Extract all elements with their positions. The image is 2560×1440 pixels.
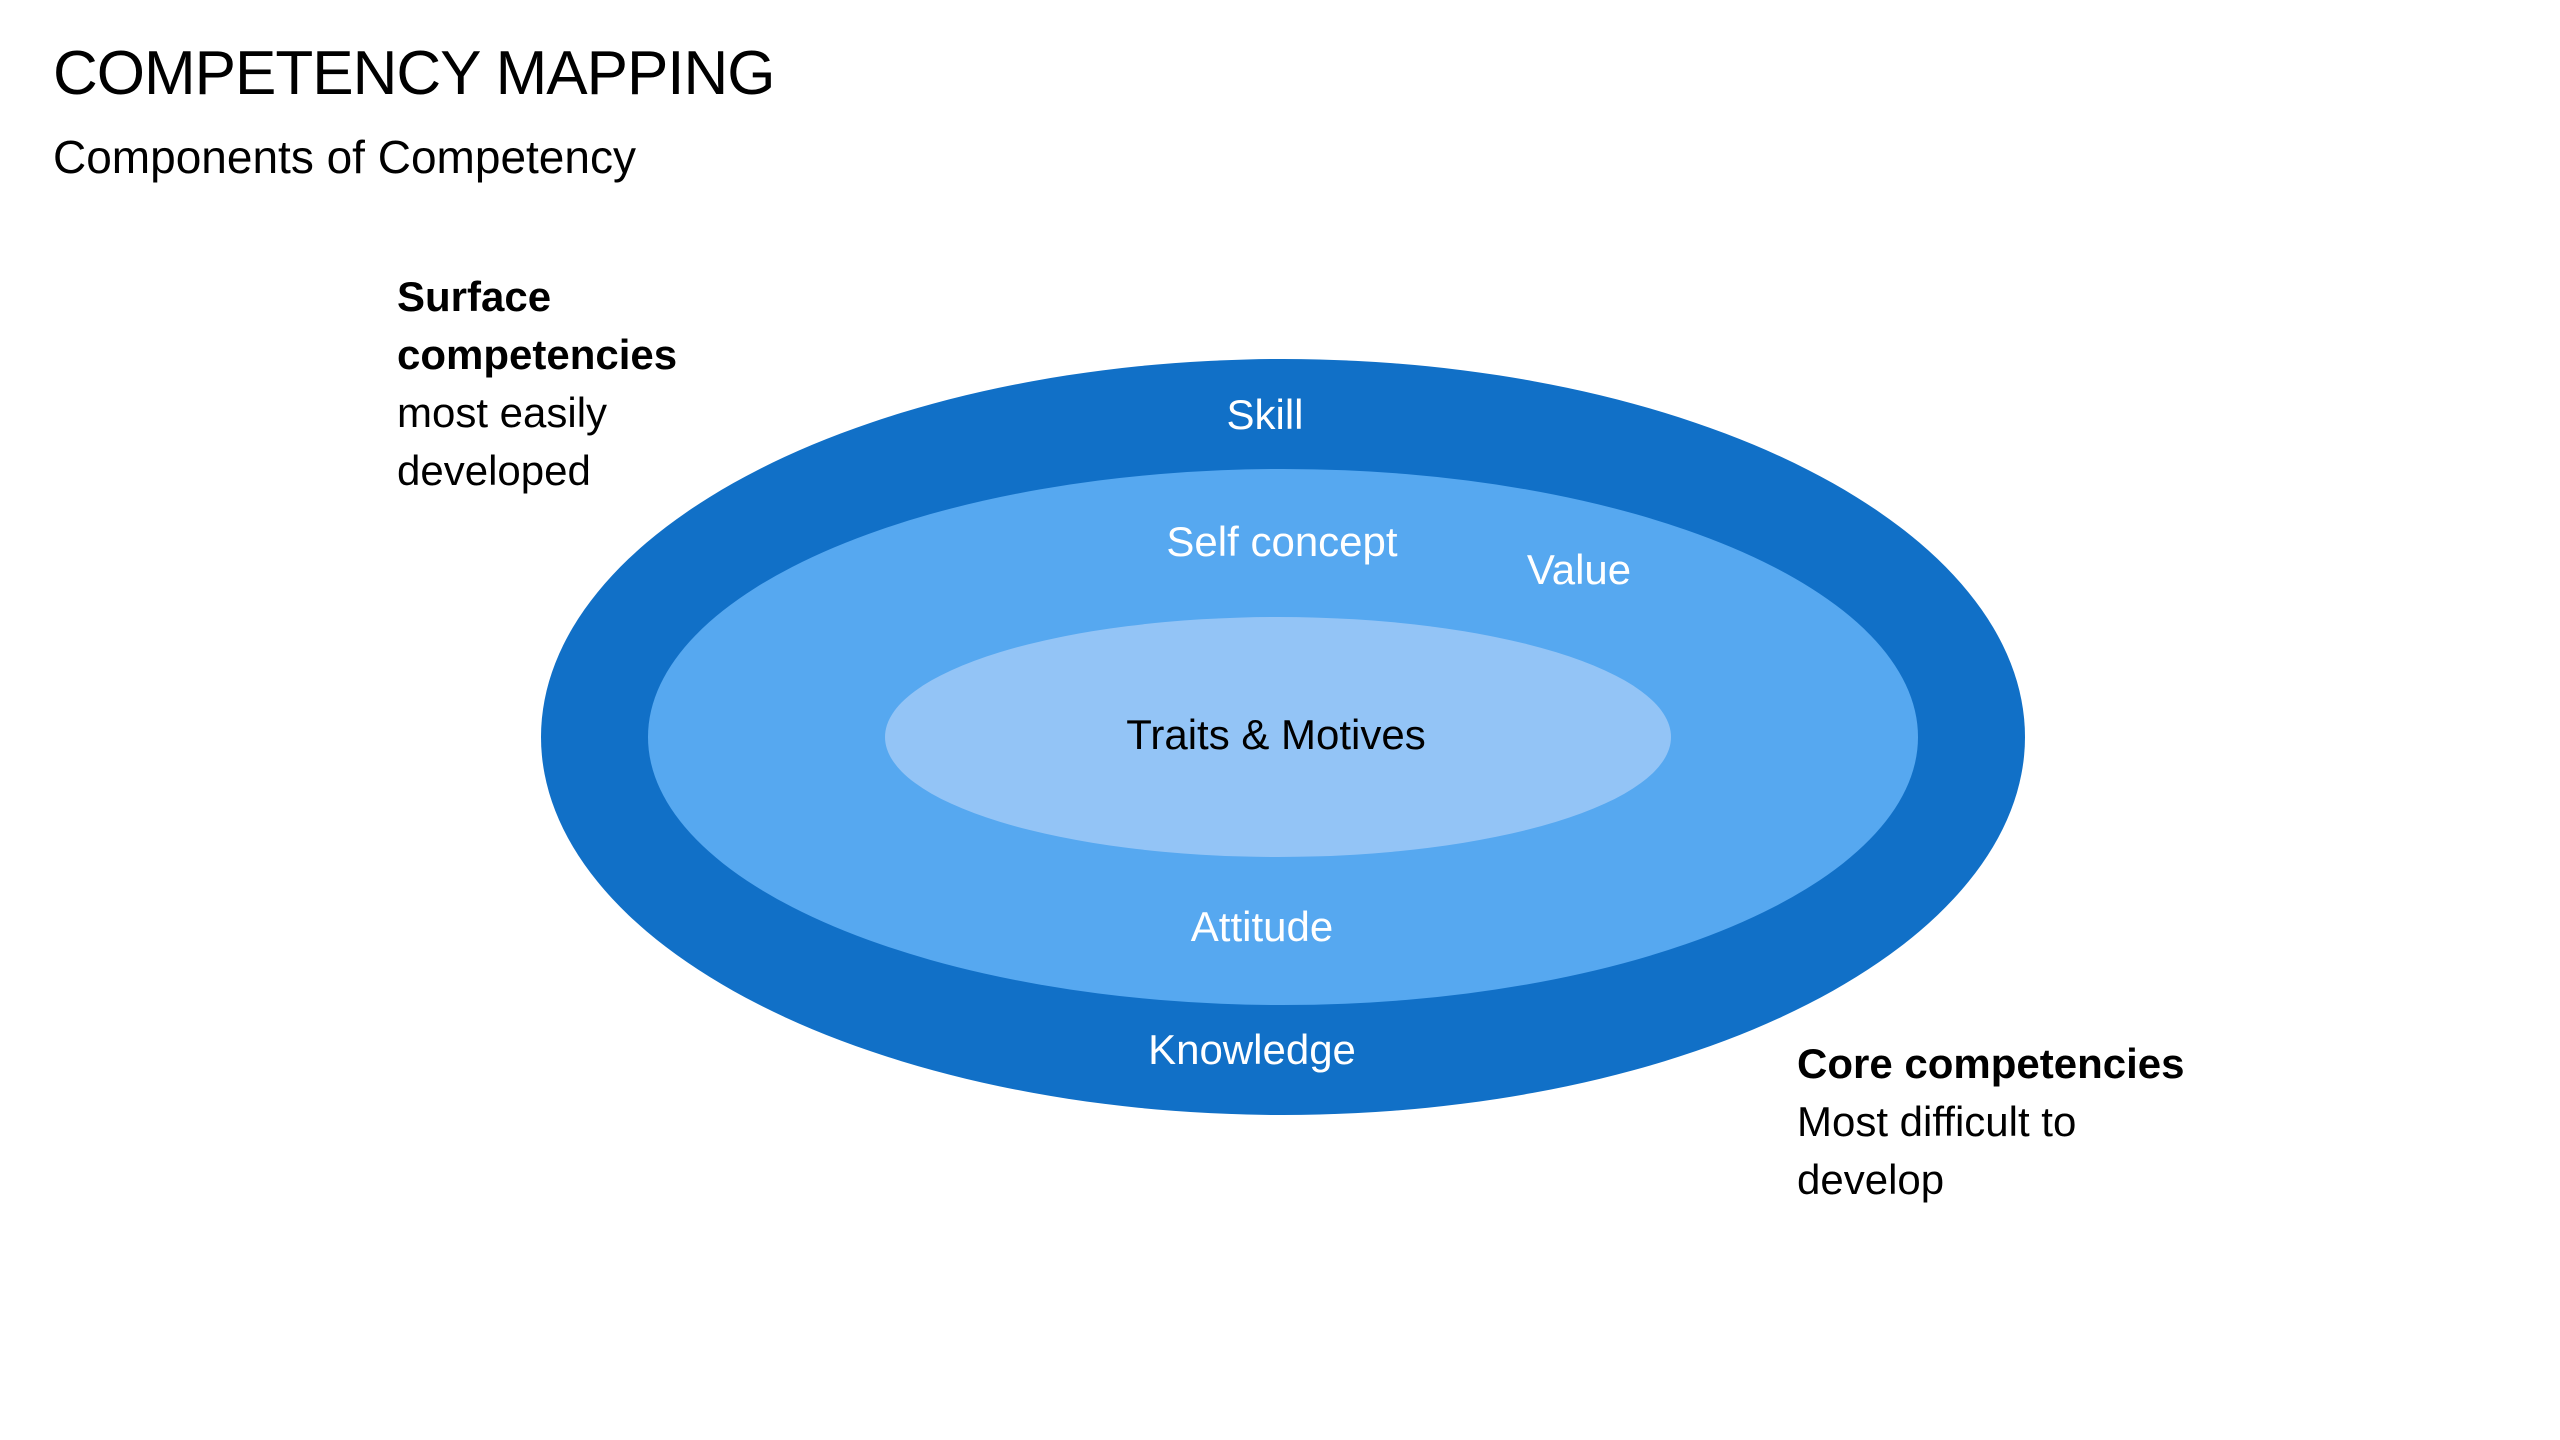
surface-competencies-note: Surface competencies most easily develop… xyxy=(397,268,727,500)
core-competencies-note: Core competencies Most difficult to deve… xyxy=(1797,1035,2227,1209)
label-attitude: Attitude xyxy=(1191,903,1333,950)
label-skill: Skill xyxy=(1226,391,1303,438)
core-text-line2: develop xyxy=(1797,1156,1945,1203)
surface-heading-line2: competencies xyxy=(397,331,678,378)
page-subtitle: Components of Competency xyxy=(53,131,636,183)
label-value: Value xyxy=(1527,546,1631,593)
label-self-concept: Self concept xyxy=(1166,518,1397,565)
page-title: COMPETENCY MAPPING xyxy=(53,39,776,108)
surface-text-line1: most easily xyxy=(397,389,608,436)
inner-ellipse-core xyxy=(885,617,1671,857)
core-heading: Core competencies xyxy=(1797,1040,2185,1087)
surface-text-line2: developed xyxy=(397,447,591,494)
label-traits-motives: Traits & Motives xyxy=(1126,711,1426,758)
core-text-line1: Most difficult to xyxy=(1797,1098,2077,1145)
label-knowledge: Knowledge xyxy=(1148,1026,1356,1073)
surface-heading-line1: Surface xyxy=(397,273,552,320)
